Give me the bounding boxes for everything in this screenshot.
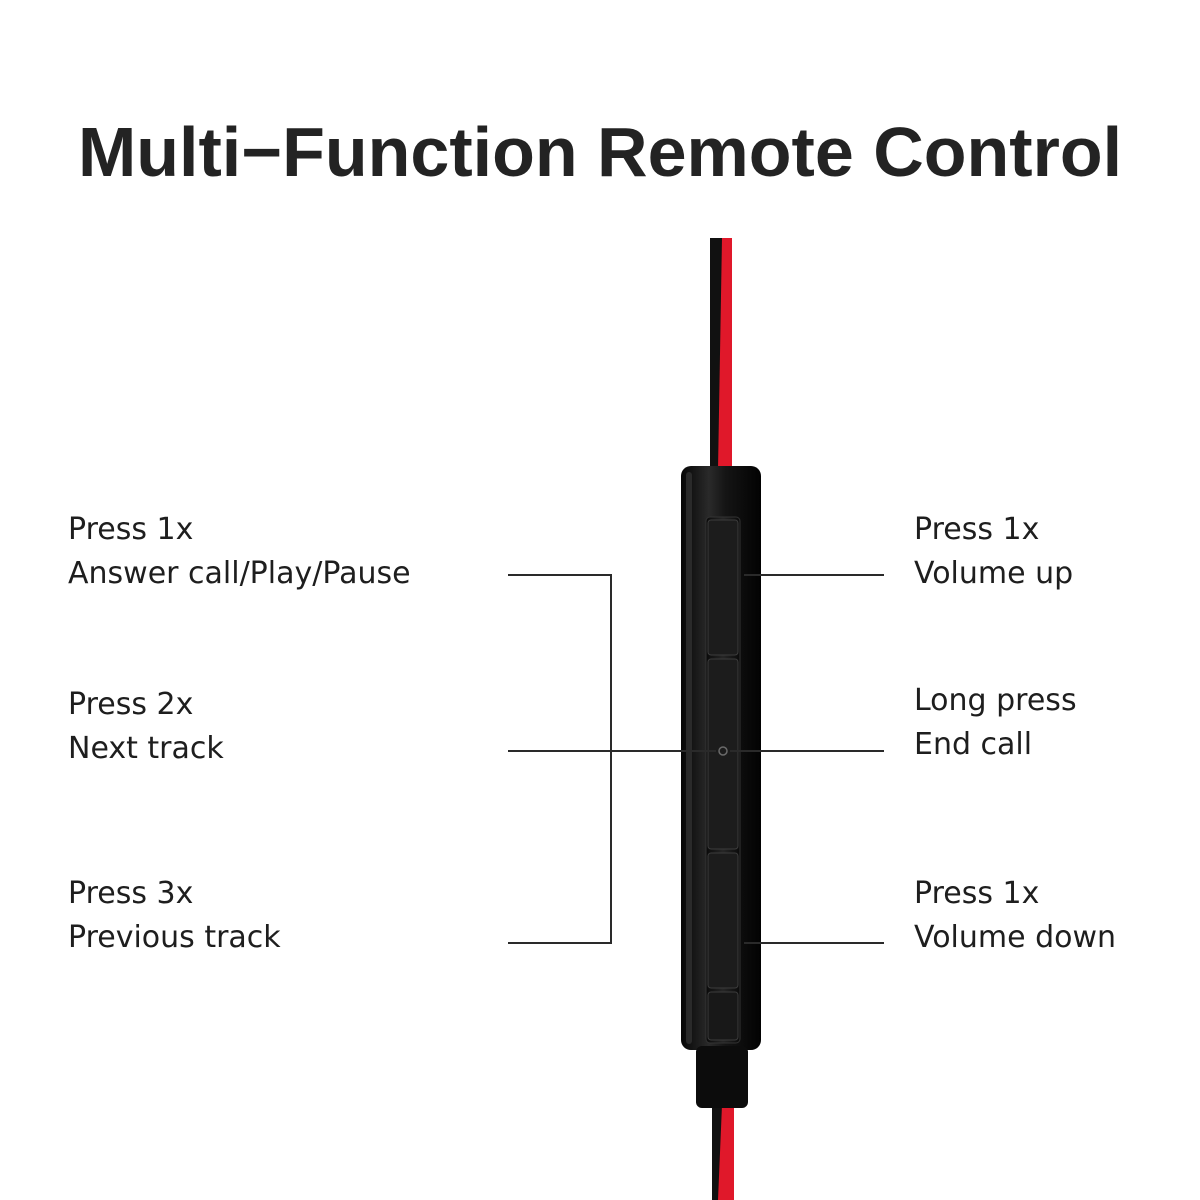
volume-up-button[interactable] [707, 519, 739, 656]
label-volume-down: Press 1x Volume down [914, 872, 1116, 960]
label-previous-track: Press 3x Previous track [68, 872, 281, 960]
label-end-call: Long press End call [914, 679, 1077, 767]
cable-upper [710, 238, 732, 470]
label-function: Next track [68, 731, 224, 766]
volume-down-button[interactable] [707, 852, 739, 989]
label-volume-up: Press 1x Volume up [914, 508, 1073, 596]
label-action: Press 2x [68, 687, 194, 722]
center-dot-icon [718, 746, 728, 756]
callout-left [508, 574, 612, 944]
callout-lines [508, 574, 884, 944]
label-function: Previous track [68, 920, 281, 955]
multi-function-button[interactable] [707, 658, 739, 850]
label-function: Volume down [914, 920, 1117, 955]
label-function: Volume up [914, 556, 1074, 591]
label-function: End call [914, 727, 1033, 762]
label-play-pause: Press 1x Answer call/Play/Pause [68, 508, 411, 596]
label-action: Press 1x [914, 876, 1040, 911]
cable-lower [712, 1105, 734, 1200]
label-next-track: Press 2x Next track [68, 683, 224, 771]
label-action: Press 3x [68, 876, 194, 911]
microphone-grille [707, 991, 739, 1041]
label-function: Answer call/Play/Pause [68, 556, 411, 591]
diagram-title: Multi−Function Remote Control [77, 113, 1123, 191]
strain-relief [696, 1046, 748, 1108]
label-action: Press 1x [914, 512, 1040, 547]
label-action: Long press [914, 683, 1077, 718]
label-action: Press 1x [68, 512, 194, 547]
